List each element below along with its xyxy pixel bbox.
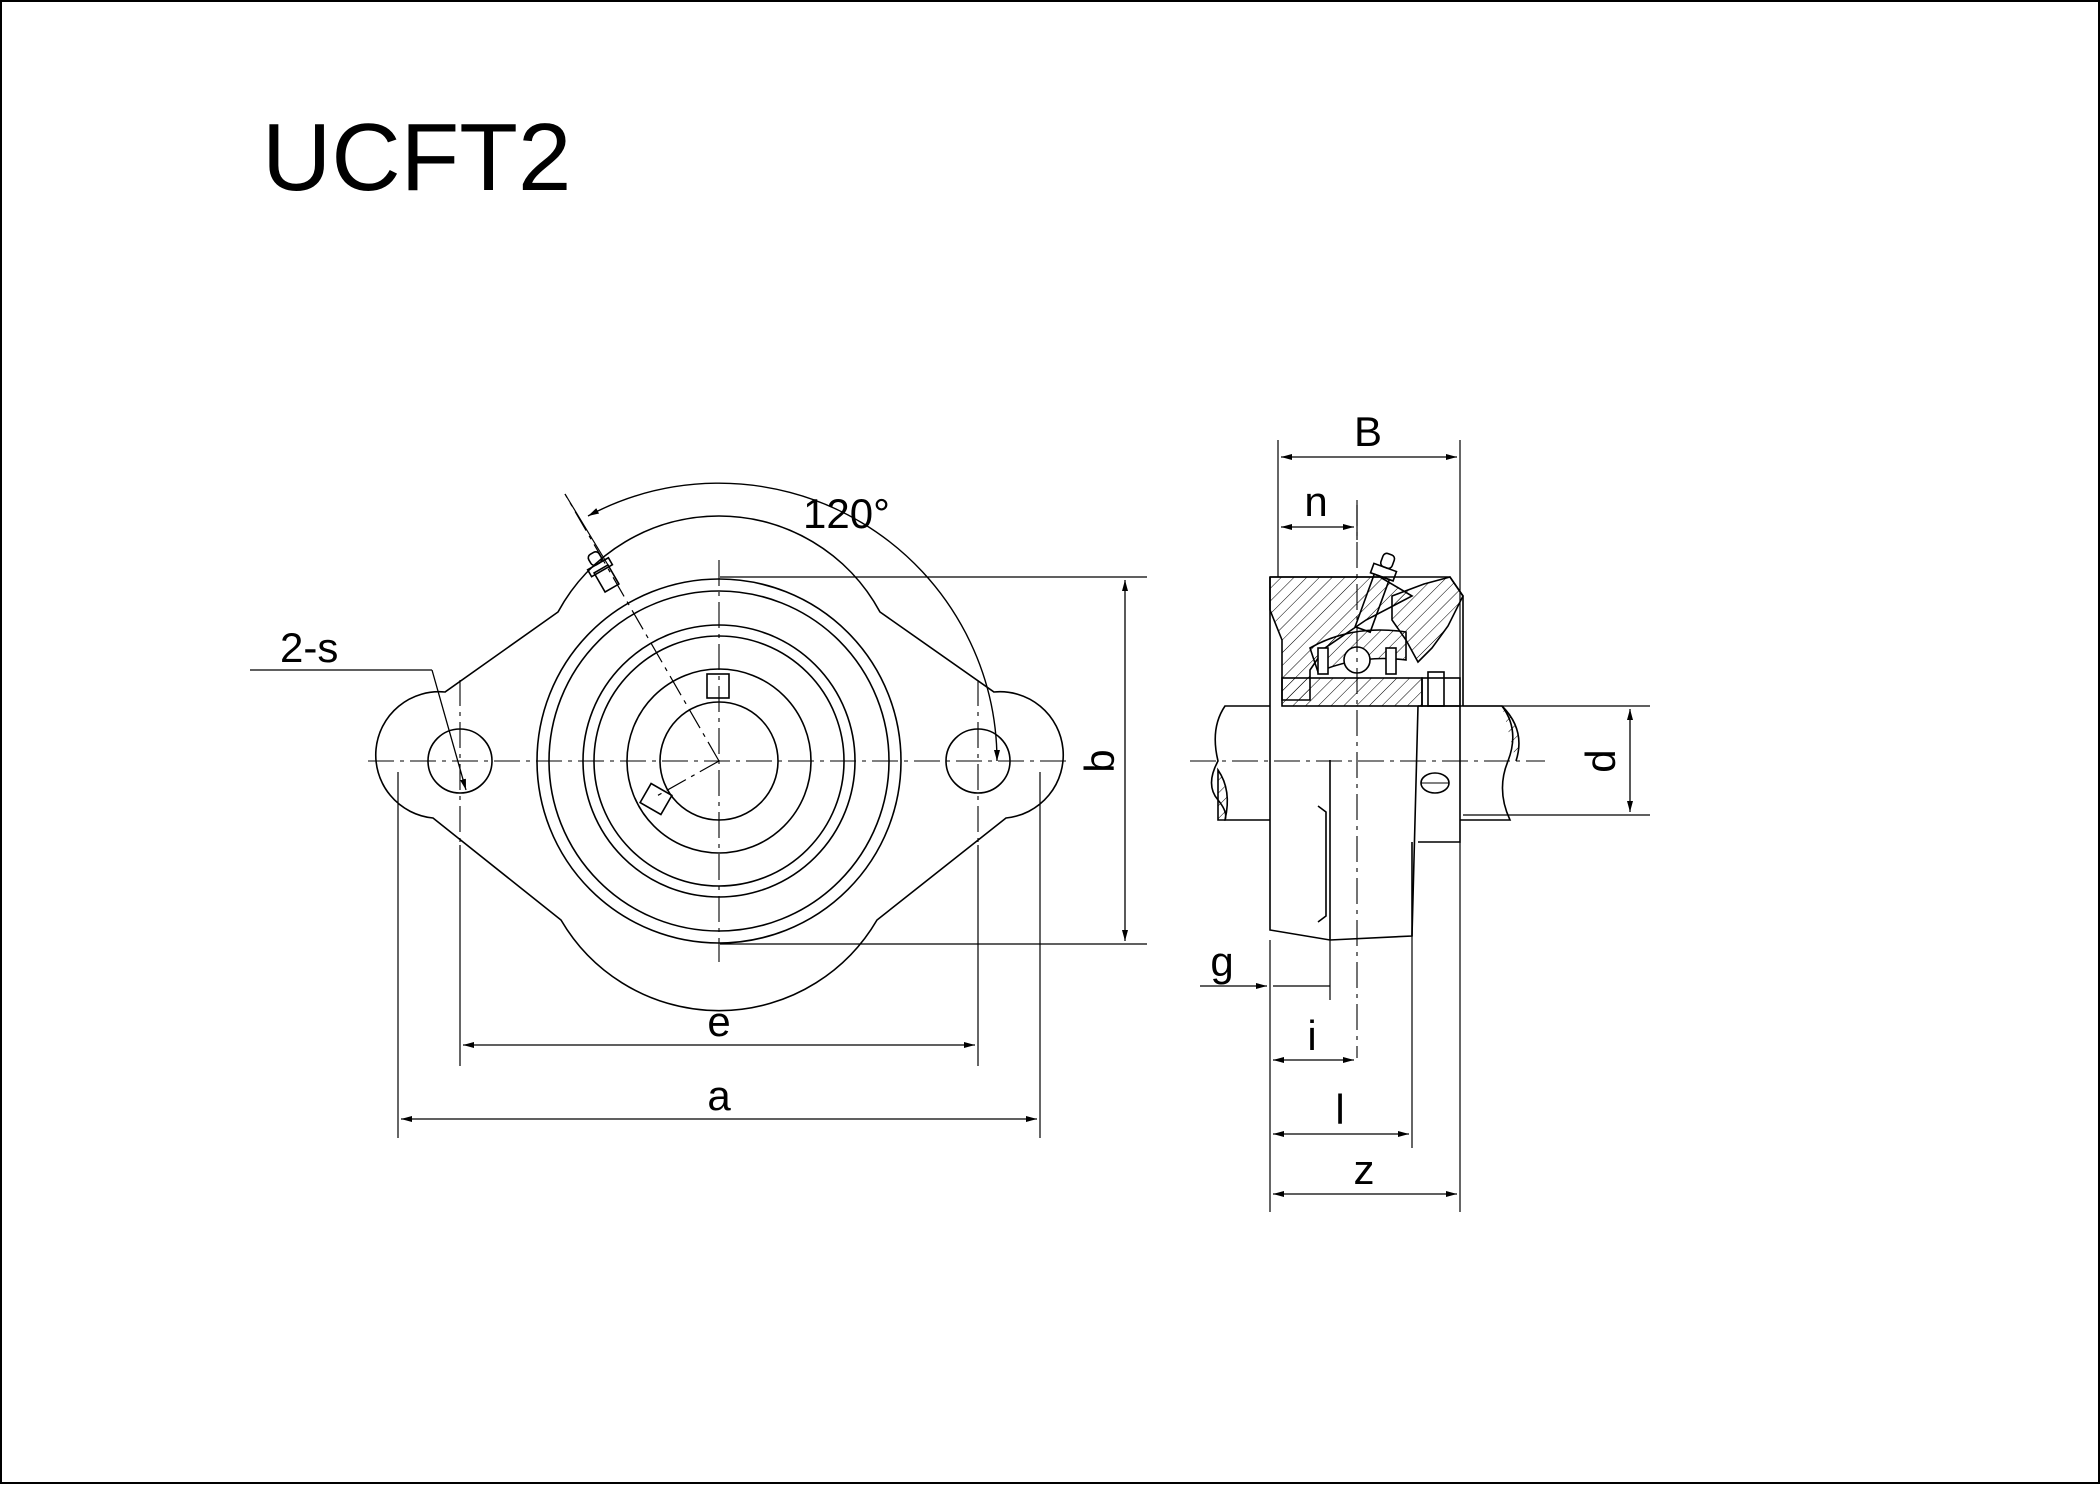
dim-b-label: b [1076,749,1123,772]
set-screw-top [706,673,730,699]
housing-section-upper-right [1391,576,1464,664]
housing-top-outline [1270,576,1464,706]
dim-g-label: g [1210,938,1233,985]
shaft-right-break [1460,705,1514,821]
front-view [250,482,1147,1138]
set-screw-side [639,782,673,816]
dim-n-label: n [1304,478,1327,525]
dim-i-label: i [1307,1012,1316,1059]
center-lines-side [1190,500,1545,1058]
dim-d-label: d [1577,749,1624,772]
drawing-title: UCFT2 [262,104,571,211]
inner-ring-section [1281,677,1423,707]
dim-l-label: l [1335,1086,1344,1133]
center-lines-front [368,560,1070,962]
angle-arc [587,482,1000,762]
angle-label: 120° [803,490,890,537]
hole-label: 2-s [280,624,338,671]
dim-a-label: a [707,1072,731,1119]
dim-z-label: z [1354,1146,1375,1193]
dim-e-label: e [707,998,730,1045]
dim-B-label: B [1354,408,1382,455]
side-view [1190,440,1650,1212]
set-screw-section [1427,671,1445,707]
grease-nipple-side [1354,552,1398,634]
housing-section-upper-left [1269,576,1414,701]
